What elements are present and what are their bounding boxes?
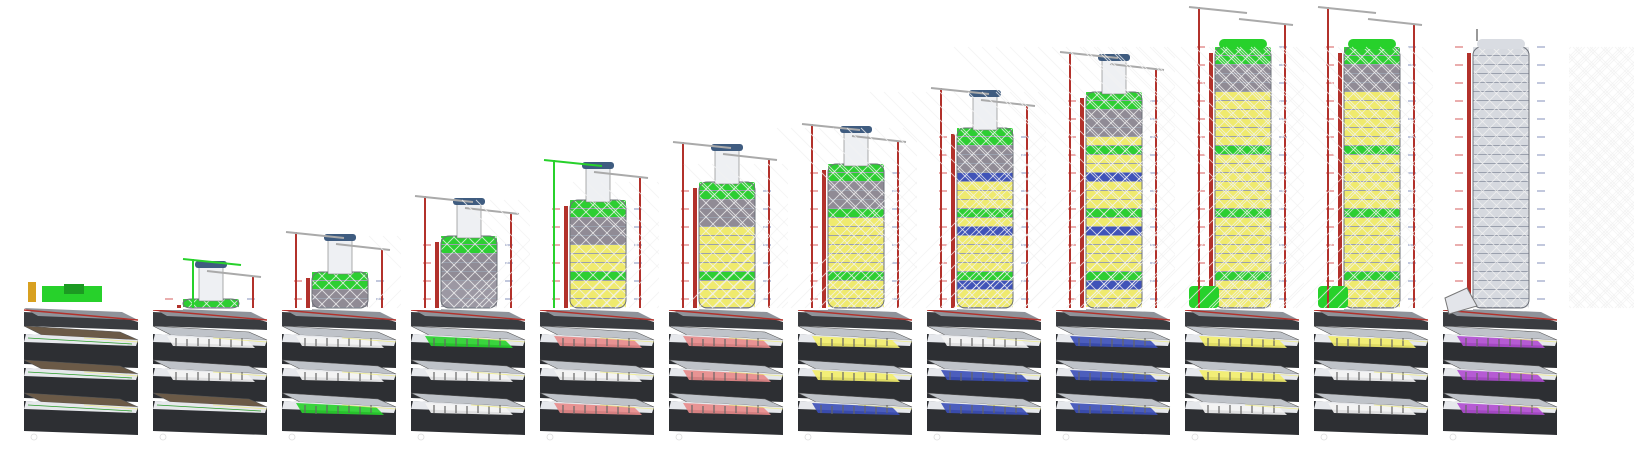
crane-jib <box>464 207 520 215</box>
crown <box>1219 39 1267 49</box>
crane-jib <box>206 270 262 278</box>
basement-level-1 <box>281 325 397 368</box>
basement-level-1 <box>410 325 526 368</box>
base-logo-icon <box>417 433 425 441</box>
basement-level-3 <box>797 392 913 435</box>
basement-level-1 <box>797 325 913 368</box>
base-logo-icon <box>1062 433 1070 441</box>
base-logo-icon <box>159 433 167 441</box>
basement-level-2 <box>152 359 268 402</box>
hoist <box>435 242 439 308</box>
basement-level-3 <box>1442 392 1558 435</box>
basement-level-2 <box>668 359 784 402</box>
base-logo-icon <box>933 433 941 441</box>
base-logo-icon <box>1449 433 1457 441</box>
hoist <box>951 134 955 308</box>
crane-jib <box>593 171 649 179</box>
hoist <box>1080 98 1084 308</box>
basement-level-1 <box>539 325 655 368</box>
hoist <box>306 278 310 308</box>
base-logo-icon <box>1191 433 1199 441</box>
crane-jib <box>672 141 732 149</box>
base-logo-icon <box>1320 433 1328 441</box>
basement-level-1 <box>926 325 1042 368</box>
tower <box>1211 39 1634 315</box>
basement-level-2 <box>1442 359 1558 402</box>
base-logo-icon <box>804 433 812 441</box>
crown <box>1477 39 1525 49</box>
core <box>972 93 998 131</box>
stage-1 <box>23 282 139 441</box>
hoist <box>564 206 568 308</box>
basement-level-2 <box>926 359 1042 402</box>
crane-jib <box>182 258 242 266</box>
crane-jib <box>1238 18 1294 26</box>
basement-level-3 <box>1313 392 1429 435</box>
basement-level-3 <box>668 392 784 435</box>
basement-level-2 <box>23 359 139 402</box>
basement-level-2 <box>797 359 913 402</box>
basement-level-1 <box>1055 325 1171 368</box>
basement-level-3 <box>1184 392 1300 435</box>
crane-jib <box>1317 6 1377 14</box>
base-logo-icon <box>546 433 554 441</box>
stage-2 <box>143 258 279 441</box>
basement-level-2 <box>1055 359 1171 402</box>
basement-level-3 <box>152 392 268 435</box>
crown <box>1348 39 1396 49</box>
crane-jib <box>285 231 345 239</box>
tower <box>143 261 279 310</box>
basement-level-1 <box>1184 325 1300 368</box>
podium <box>1444 287 1478 315</box>
crane-jib <box>1059 51 1119 59</box>
hoist <box>822 170 826 308</box>
basement-level-2 <box>539 359 655 402</box>
basement-level-2 <box>410 359 526 402</box>
hoist <box>693 188 697 308</box>
crane-jib <box>543 159 603 167</box>
podium-formwork <box>1318 286 1348 308</box>
basement-level-1 <box>23 325 139 368</box>
basement-level-1 <box>1442 325 1558 368</box>
basement-level-1 <box>1313 325 1429 368</box>
crane-jib <box>1109 63 1165 71</box>
crane-jib <box>1188 6 1248 14</box>
basement-level-2 <box>1184 359 1300 402</box>
basement-level-3 <box>23 392 139 435</box>
basement-level-2 <box>281 359 397 402</box>
hoist <box>177 305 181 308</box>
crane-jib <box>722 153 778 161</box>
base-logo-icon <box>288 433 296 441</box>
hoist <box>1467 53 1471 308</box>
crane-jib <box>1367 18 1423 26</box>
crane-jib <box>801 123 861 131</box>
basement-level-3 <box>1055 392 1171 435</box>
basement-level-3 <box>410 392 526 435</box>
crane-jib <box>335 243 391 251</box>
basement-level-1 <box>668 325 784 368</box>
crane-jib <box>851 135 907 143</box>
core <box>327 237 353 275</box>
basement-level-1 <box>152 325 268 368</box>
base-logo-icon <box>675 433 683 441</box>
base-logo-icon <box>30 433 38 441</box>
core <box>198 264 224 302</box>
stage-5 <box>461 159 837 441</box>
core <box>843 129 869 167</box>
podium-formwork <box>1189 286 1219 308</box>
stage-12 <box>1211 29 1634 441</box>
basement-level-2 <box>1313 359 1429 402</box>
crane-jib <box>930 87 990 95</box>
basement-level-3 <box>539 392 655 435</box>
basement-level-3 <box>281 392 397 435</box>
basement-level-3 <box>926 392 1042 435</box>
